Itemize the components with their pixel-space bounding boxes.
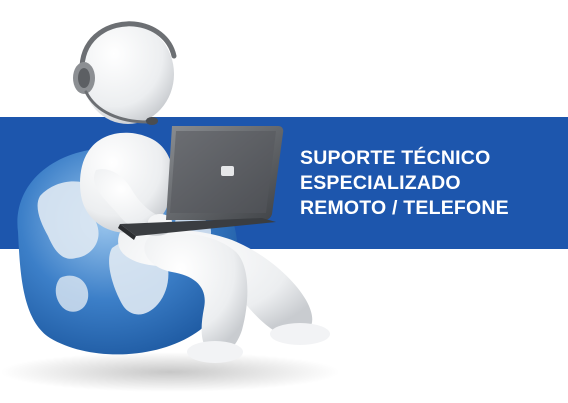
laptop-icon <box>118 126 284 240</box>
figure-head <box>82 24 174 124</box>
headline: SUPORTE TÉCNICO ESPECIALIZADO REMOTO / T… <box>300 146 562 221</box>
headset-icon <box>73 21 177 125</box>
headline-line-1: SUPORTE TÉCNICO <box>300 147 491 169</box>
headline-line-3: REMOTO / TELEFONE <box>300 197 509 219</box>
headline-line-2: ESPECIALIZADO <box>300 172 461 194</box>
